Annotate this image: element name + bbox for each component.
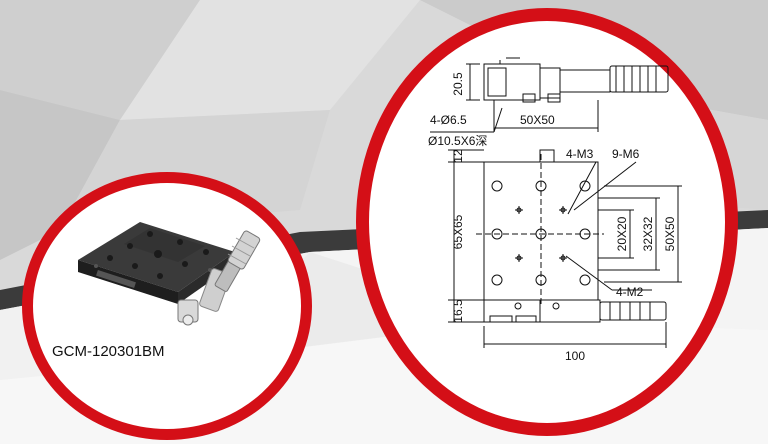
plan-view [448,149,682,348]
threads-m2-label: 4-M2 [616,285,644,299]
dim-bottom-offset: 16.5 [451,299,465,323]
threads-m6-label: 9-M6 [612,147,640,161]
dim-hole-spacing: 50X50 [520,113,555,127]
dim-height-top: 20.5 [451,72,465,96]
dim-width: 100 [565,349,585,363]
top-view [430,57,669,133]
product-photo-circle [22,172,312,440]
dim-pitch-small: 20X20 [615,216,629,251]
dim-pitch-large: 50X50 [663,216,677,251]
counterbore-label: Ø10.5X6深 [428,134,487,148]
product-model-label: GCM-120301BM [52,343,165,360]
threads-m3-label: 4-M3 [566,147,594,161]
dim-top-offset: 12 [451,149,465,163]
mount-holes-label: 4-Ø6.5 [430,113,467,127]
dim-pitch-mid: 32X32 [641,216,655,251]
dim-height: 65X65 [451,214,465,249]
stage-photo [78,222,261,326]
